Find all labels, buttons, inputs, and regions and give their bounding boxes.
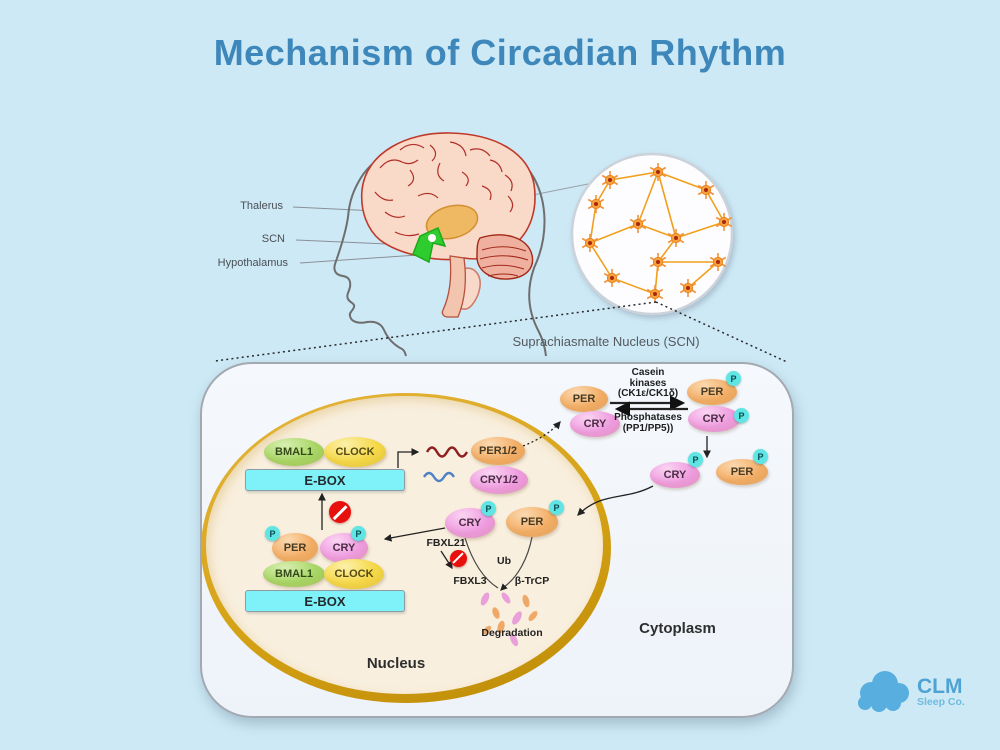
phosphate-badge: P xyxy=(481,501,496,516)
logo-name: CLM xyxy=(917,674,963,698)
logo-subtitle: Sleep Co. xyxy=(917,695,965,708)
fbxl21-label: FBXL21 xyxy=(426,537,466,549)
magnifier-line xyxy=(436,183,589,215)
phosphate-badge: P xyxy=(351,526,366,541)
cyto-per-oval: PER xyxy=(560,386,608,412)
phosphatase-label: Phosphatases (PP1/PP5)) xyxy=(614,412,682,434)
scn-neurons-circle xyxy=(570,152,734,316)
phosphate-badge: P xyxy=(549,500,564,515)
label-thalamus: Thalerus xyxy=(240,200,283,212)
cytoplasm-label: Cytoplasm xyxy=(639,620,716,637)
head-illustration xyxy=(333,132,547,357)
cyto-cry-p-oval: CRY xyxy=(688,406,740,432)
cerebellum-icon xyxy=(476,234,534,280)
clock-oval: CLOCK xyxy=(324,437,386,467)
thalamus-icon xyxy=(425,204,479,240)
cloud-icon xyxy=(858,671,909,712)
rep-per-oval: PER xyxy=(272,533,318,563)
label-hypothalamus: Hypothalamus xyxy=(217,257,288,269)
inhibition-icon xyxy=(329,501,351,523)
neuron-icons xyxy=(581,162,733,304)
page-title: Mechanism of Circadian Rhythm xyxy=(213,32,787,73)
ub-label: Ub xyxy=(497,555,511,567)
label-scn: SCN xyxy=(261,233,285,245)
rep-clock-oval: CLOCK xyxy=(324,559,384,589)
nucleus-label: Nucleus xyxy=(366,655,426,672)
ebox-bar: E-BOX xyxy=(245,469,405,491)
kinase-label: Casein kinases (CK1ε/CK1δ) xyxy=(617,367,679,399)
ebox-bar-2: E-BOX xyxy=(245,590,405,612)
per12-oval: PER1/2 xyxy=(471,437,525,465)
label-pointer-lines xyxy=(292,206,448,264)
nuclear-per-oval: PER xyxy=(506,507,558,537)
scn-caption: Suprachiasmalte Nucleus (SCN) xyxy=(512,334,700,349)
scn-marker-icon xyxy=(412,226,447,264)
phosphate-badge: P xyxy=(726,371,741,386)
funnel-lines xyxy=(214,301,788,363)
neuron-connections xyxy=(589,171,725,295)
phosphate-badge: P xyxy=(753,449,768,464)
rep-bmal1-oval: BMAL1 xyxy=(263,561,325,587)
btrcp-label: β-TrCP xyxy=(514,575,550,587)
phosphate-badge: P xyxy=(734,408,749,423)
cry12-oval: CRY1/2 xyxy=(470,466,528,494)
degradation-label: Degradation xyxy=(481,627,543,639)
fbxl3-label: FBXL3 xyxy=(453,575,487,587)
brainstem-icon xyxy=(441,255,466,318)
phosphate-badge: P xyxy=(265,526,280,541)
brand-logo: CLM Sleep Co. xyxy=(855,666,995,718)
brain-icon xyxy=(360,132,536,318)
inhibition-icon xyxy=(450,550,467,567)
cyto-cry-oval: CRY xyxy=(570,411,620,437)
ear-icon xyxy=(454,267,481,310)
nucleus-body xyxy=(206,396,603,694)
bmal1-oval: BMAL1 xyxy=(264,438,324,466)
phosphate-badge: P xyxy=(688,452,703,467)
nuclear-cry-oval: CRY xyxy=(445,508,495,538)
